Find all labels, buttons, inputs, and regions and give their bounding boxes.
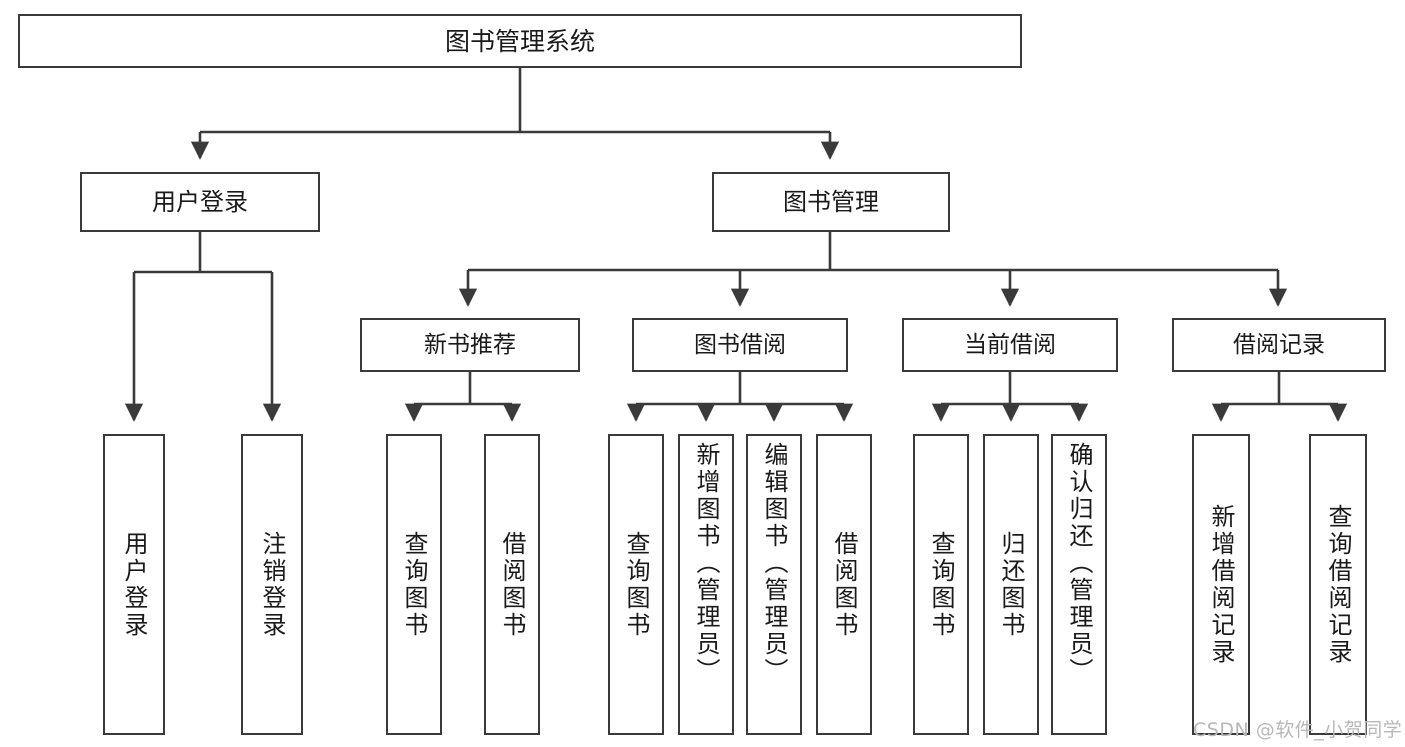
node-book-manage[interactable]: 图书管理 bbox=[712, 172, 950, 232]
node-leaf-edit-book[interactable]: 编辑图书（管理员） bbox=[746, 434, 802, 735]
node-current-borrow[interactable]: 当前借阅 bbox=[902, 318, 1118, 372]
node-leaf-add-book[interactable]: 新增图书（管理员） bbox=[678, 434, 734, 735]
node-leaf-query-book-1[interactable]: 查询图书 bbox=[386, 434, 442, 735]
node-book-borrow-label: 图书借阅 bbox=[694, 331, 786, 358]
node-leaf-query-book-2-label: 查询图书 bbox=[622, 530, 650, 639]
node-leaf-borrow-book-2[interactable]: 借阅图书 bbox=[816, 434, 872, 735]
node-borrow-record[interactable]: 借阅记录 bbox=[1172, 318, 1386, 372]
node-leaf-edit-book-label: 编辑图书（管理员） bbox=[760, 442, 788, 685]
node-leaf-add-record-label: 新增借阅记录 bbox=[1207, 503, 1235, 666]
node-book-manage-label: 图书管理 bbox=[783, 188, 879, 216]
node-leaf-user-login[interactable]: 用户登录 bbox=[103, 434, 165, 735]
node-leaf-query-book-3[interactable]: 查询图书 bbox=[913, 434, 969, 735]
watermark: CSDN @软件_小贺同学 bbox=[1193, 719, 1403, 741]
node-new-book-recommend-label: 新书推荐 bbox=[424, 331, 516, 358]
node-leaf-confirm-return[interactable]: 确认归还（管理员） bbox=[1051, 434, 1107, 735]
node-leaf-add-book-label: 新增图书（管理员） bbox=[692, 442, 720, 685]
node-leaf-add-record[interactable]: 新增借阅记录 bbox=[1192, 434, 1250, 735]
node-leaf-borrow-book-1[interactable]: 借阅图书 bbox=[484, 434, 540, 735]
node-leaf-return-book[interactable]: 归还图书 bbox=[983, 434, 1039, 735]
node-leaf-query-book-3-label: 查询图书 bbox=[927, 530, 955, 639]
node-user-login[interactable]: 用户登录 bbox=[80, 172, 320, 232]
node-user-login-label: 用户登录 bbox=[152, 188, 248, 216]
node-new-book-recommend[interactable]: 新书推荐 bbox=[360, 318, 580, 372]
node-leaf-confirm-return-label: 确认归还（管理员） bbox=[1065, 442, 1093, 685]
node-current-borrow-label: 当前借阅 bbox=[964, 331, 1056, 358]
node-leaf-borrow-book-2-label: 借阅图书 bbox=[830, 530, 858, 639]
node-root-label: 图书管理系统 bbox=[444, 26, 595, 56]
node-leaf-query-book-1-label: 查询图书 bbox=[400, 530, 428, 639]
node-leaf-query-record-label: 查询借阅记录 bbox=[1324, 503, 1352, 666]
node-leaf-borrow-book-1-label: 借阅图书 bbox=[498, 530, 526, 639]
node-book-borrow[interactable]: 图书借阅 bbox=[632, 318, 848, 372]
node-leaf-query-book-2[interactable]: 查询图书 bbox=[608, 434, 664, 735]
node-leaf-user-logout-label: 注销登录 bbox=[258, 530, 286, 639]
node-borrow-record-label: 借阅记录 bbox=[1233, 331, 1325, 358]
node-leaf-user-logout[interactable]: 注销登录 bbox=[241, 434, 303, 735]
node-root[interactable]: 图书管理系统 bbox=[18, 14, 1022, 68]
node-leaf-query-record[interactable]: 查询借阅记录 bbox=[1309, 434, 1367, 735]
node-leaf-return-book-label: 归还图书 bbox=[997, 530, 1025, 639]
node-leaf-user-login-label: 用户登录 bbox=[120, 530, 148, 639]
